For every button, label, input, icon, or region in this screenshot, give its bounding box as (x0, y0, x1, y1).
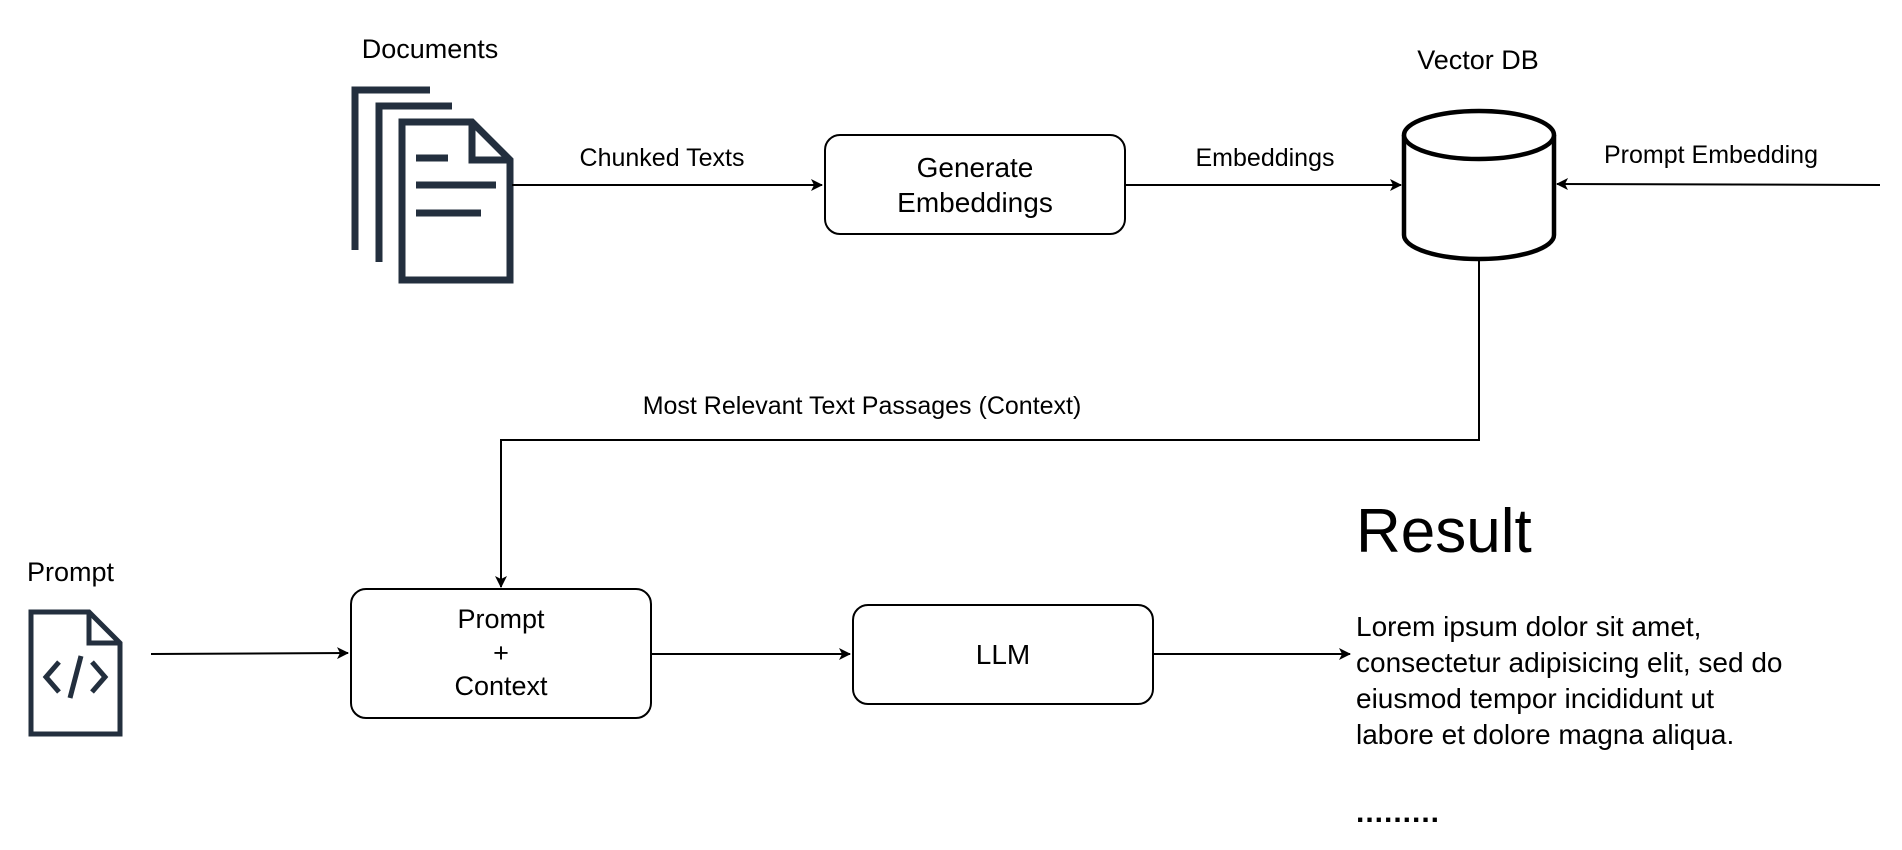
prompt-context-node: Prompt + Context (350, 588, 652, 719)
edge-label-context: Most Relevant Text Passages (Context) (642, 392, 1082, 420)
edge-label-chunked-texts: Chunked Texts (579, 144, 745, 172)
result-title: Result (1356, 497, 1532, 566)
vector-db-label: Vector DB (1417, 45, 1539, 75)
llm-label: LLM (975, 639, 1031, 670)
edge-vectordb-to-prompt-context (495, 259, 1480, 588)
edge-prompt-to-prompt-context (150, 647, 349, 660)
prompt-label: Prompt (27, 557, 115, 587)
prompt-context-line3: Context (454, 671, 548, 702)
edge-label-prompt-embedding: Prompt Embedding (1603, 141, 1819, 169)
llm-node: LLM (852, 604, 1154, 705)
generate-embeddings-line1: Generate (916, 151, 1034, 183)
edge-label-embeddings: Embeddings (1195, 144, 1335, 172)
result-body: Lorem ipsum dolor sit amet, consectetur … (1356, 611, 1783, 750)
result-ellipsis: ......... (1356, 796, 1441, 829)
prompt-context-line2: + (493, 637, 509, 668)
prompt-code-file-icon (28, 609, 123, 737)
vector-db-cylinder-icon (1401, 108, 1557, 262)
edge-prompt-embedding-to-vectordb (1556, 178, 1881, 191)
documents-icon (351, 86, 514, 284)
generate-embeddings-line2: Embeddings (897, 186, 1053, 218)
generate-embeddings-node: Generate Embeddings (824, 134, 1126, 235)
prompt-context-line1: Prompt (457, 603, 545, 634)
documents-label: Documents (361, 34, 499, 64)
